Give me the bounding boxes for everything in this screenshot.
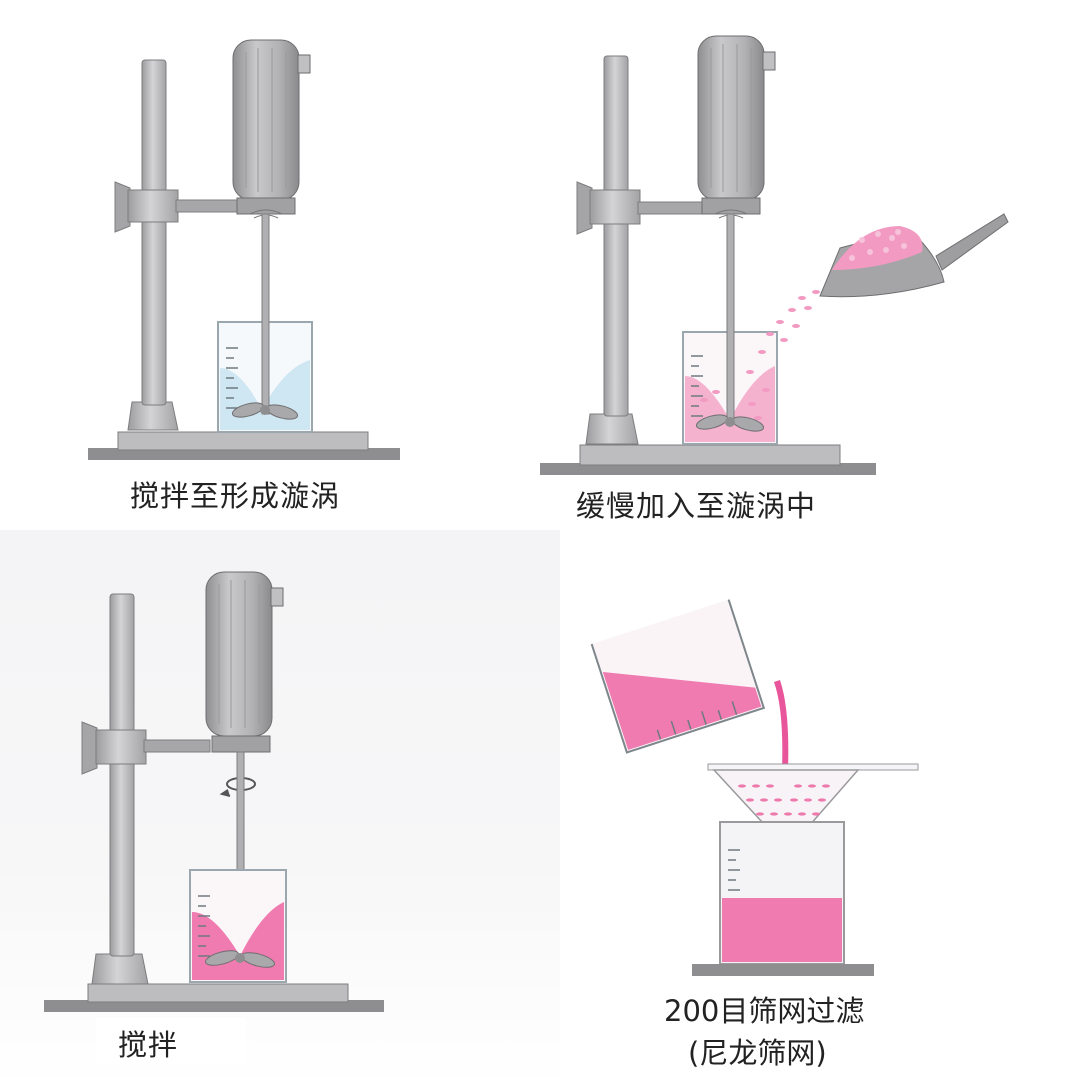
panel-stir-vortex: 搅拌至形成漩涡	[0, 0, 540, 520]
filtered-liquid	[722, 898, 842, 962]
propeller-blade	[231, 402, 299, 420]
pouring-stream	[774, 680, 789, 770]
caption-step-1: 搅拌至形成漩涡	[130, 479, 341, 513]
filtering-illustration	[590, 599, 919, 976]
falling-powder	[700, 286, 834, 420]
panel-filter: 200目筛网过滤 (尼龙筛网)	[560, 560, 1080, 1088]
caption-step-4-line2: (尼龙筛网)	[688, 1036, 827, 1070]
panel-add-slowly: 缓慢加入至漩涡中	[540, 0, 1080, 530]
stand-base	[88, 448, 400, 460]
mixer-motor-3	[205, 571, 273, 737]
caption-step-3: 搅拌	[118, 1028, 179, 1062]
mixer-stand-illustration-1	[88, 39, 400, 460]
mixer-motor	[232, 39, 300, 201]
mixer-stand-illustration-3	[44, 571, 384, 1012]
caption-step-4-line1: 200目筛网过滤	[664, 994, 865, 1028]
sieve-rim	[707, 763, 919, 771]
powder-scoop	[819, 213, 1009, 298]
stirrer-shaft	[261, 213, 270, 415]
sieve-cone	[712, 769, 860, 852]
caption-step-2: 缓慢加入至漩涡中	[576, 489, 817, 523]
pouring-beaker	[590, 599, 766, 754]
mixer-motor-2	[697, 35, 765, 201]
caption-background	[96, 1018, 246, 1064]
sieve-mesh-dots	[738, 784, 830, 830]
panel-stir: 搅拌	[0, 560, 540, 1088]
stand-pole	[141, 59, 167, 406]
mixer-stand-illustration-2	[540, 35, 1009, 475]
clamp-arm	[175, 199, 243, 213]
